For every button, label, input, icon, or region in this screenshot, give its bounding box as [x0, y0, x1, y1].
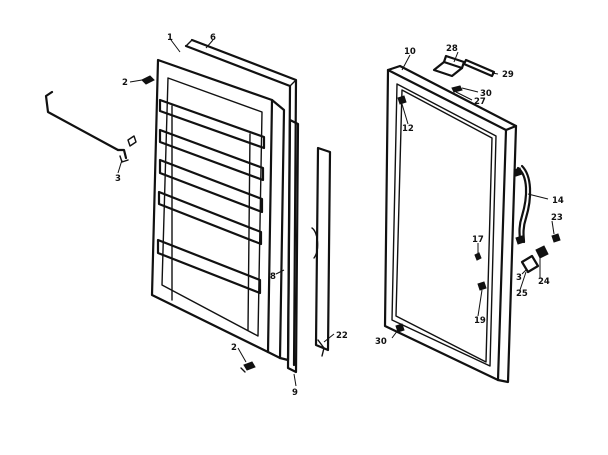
top-hinge-cap [432, 54, 496, 93]
door-handle [513, 164, 532, 245]
callout-6: 6 [210, 33, 216, 43]
callout-10: 10 [404, 47, 416, 57]
callout-8: 8 [270, 272, 276, 282]
callout-29: 29 [502, 70, 514, 80]
shelf-rod [44, 90, 137, 163]
callout-22: 22 [336, 331, 348, 341]
callout-23: 23 [551, 213, 563, 223]
callout-3-right: 3 [516, 273, 522, 283]
top-screw [141, 75, 155, 85]
hinge-plate [311, 146, 332, 357]
callout-12: 12 [402, 124, 414, 134]
callout-2-top: 2 [122, 78, 128, 88]
callout-3-left: 3 [115, 174, 121, 184]
bottom-screw [240, 361, 256, 373]
breaker-strip [286, 118, 300, 374]
callout-14: 14 [552, 196, 564, 206]
callout-25: 25 [516, 289, 528, 299]
callout-9: 9 [292, 388, 298, 398]
inner-door-panel [150, 58, 286, 360]
callout-24: 24 [538, 277, 550, 287]
hinge-bushing [520, 233, 561, 274]
callout-2-bottom: 2 [231, 343, 237, 353]
washer [477, 281, 487, 291]
callout-1: 1 [167, 33, 173, 43]
callout-30-top: 30 [480, 89, 492, 99]
callout-28: 28 [446, 44, 458, 54]
stop-pin [474, 252, 482, 261]
leader-lines [117, 39, 555, 387]
hinge-pin [397, 95, 407, 105]
callout-27: 27 [474, 97, 486, 107]
callout-17: 17 [472, 235, 484, 245]
callout-30-bottom: 30 [375, 337, 387, 347]
callout-19: 19 [474, 316, 486, 326]
outer-door-frame [383, 64, 518, 384]
callout-numbers: 1 6 2 3 8 2 9 22 10 28 29 30 27 12 14 23… [115, 33, 564, 398]
